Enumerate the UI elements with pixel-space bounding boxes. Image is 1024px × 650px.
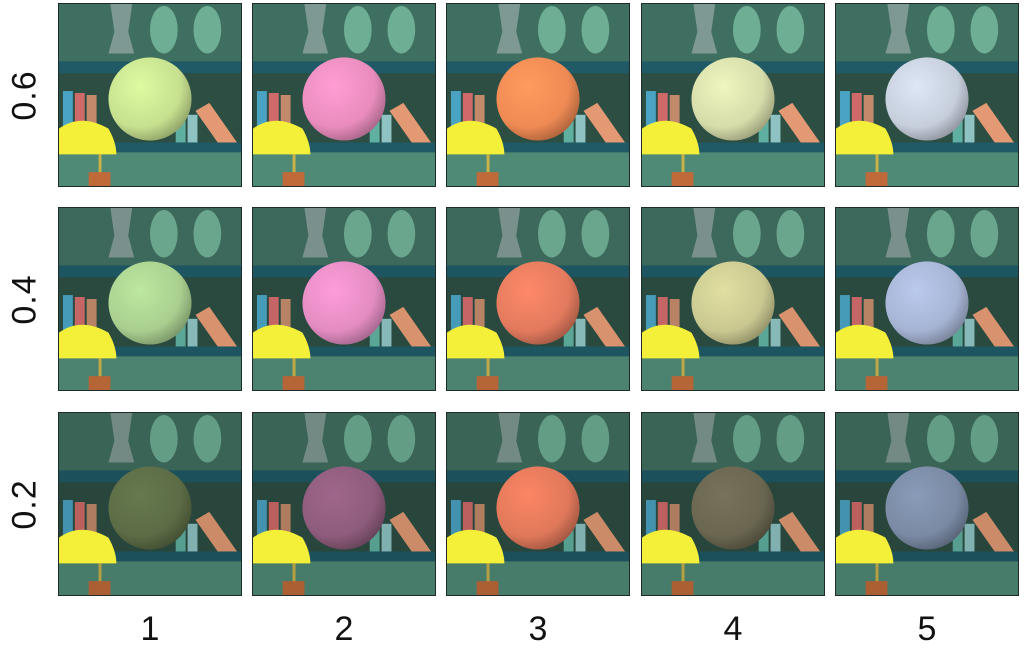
scene-tile-row3-col4 [641, 412, 825, 596]
scene-tile-row1-col3 [446, 3, 630, 187]
row-label-0-2: 0.2 [5, 478, 44, 530]
scene-tile-row2-col4 [641, 207, 825, 391]
column-label-1: 1 [140, 610, 160, 648]
scene-tile-row2-col3 [446, 207, 630, 391]
scene-tile-row2-col2 [252, 207, 436, 391]
scene-tile-row2-col5 [835, 207, 1019, 391]
scene-tile-row3-col1 [58, 412, 242, 596]
row-label-0-4: 0.4 [5, 273, 44, 325]
scene-tile-row3-col5 [835, 412, 1019, 596]
column-label-4: 4 [723, 610, 743, 648]
scene-tile-row3-col2 [252, 412, 436, 596]
row-label-0-6: 0.6 [5, 69, 44, 121]
column-label-5: 5 [917, 610, 937, 648]
scene-tile-row1-col2 [252, 3, 436, 187]
column-label-3: 3 [528, 610, 548, 648]
scene-tile-row1-col1 [58, 3, 242, 187]
scene-tile-row1-col4 [641, 3, 825, 187]
scene-tile-row1-col5 [835, 3, 1019, 187]
scene-tile-row2-col1 [58, 207, 242, 391]
scene-tile-row3-col3 [446, 412, 630, 596]
column-label-2: 2 [334, 610, 354, 648]
